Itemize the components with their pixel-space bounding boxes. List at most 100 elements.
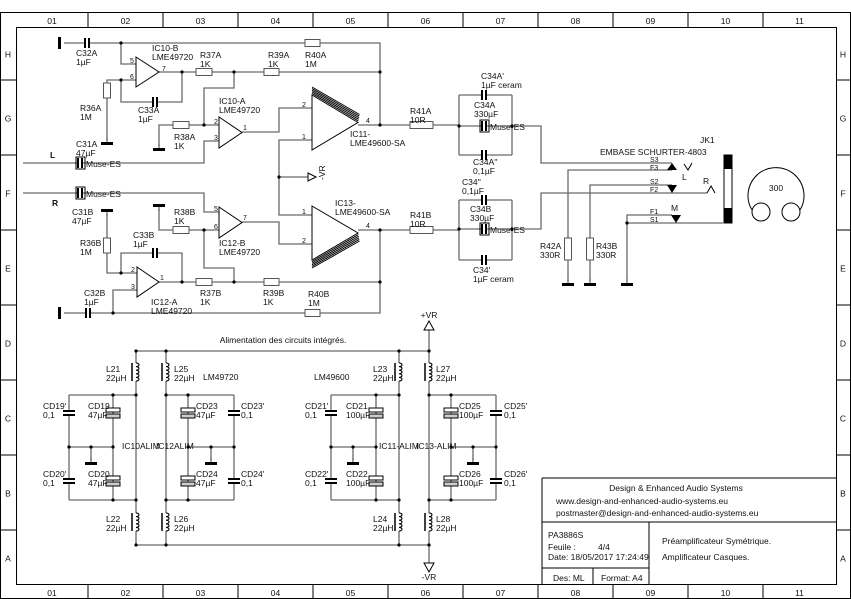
label-r40b-value: 1M (308, 298, 320, 308)
junction-dot (397, 543, 401, 547)
column-label-top: 09 (646, 16, 656, 26)
label-c34a1-ref: C34A' (481, 71, 504, 81)
label-cd22-ref: CD22 (346, 469, 368, 479)
junction-dot (427, 543, 431, 547)
junction-dot (397, 498, 401, 502)
label-l27-ref: L27 (436, 364, 450, 374)
pin-number: 1 (160, 275, 164, 282)
headphone-impedance: 300 (769, 183, 783, 193)
junction-dot (67, 445, 71, 449)
label-ic12a-value: LME49720 (151, 306, 192, 316)
label-cd24-value: 47µF (196, 478, 216, 488)
label-r41b-value: 10R (410, 219, 426, 229)
label-l22-value: 22µH (106, 523, 127, 533)
junction-dot (427, 349, 431, 353)
cap-gap (63, 478, 75, 484)
junction-dot (186, 445, 190, 449)
row-label-left: F (5, 189, 10, 199)
ic10-alim-label: IC10ALIM (122, 441, 160, 451)
label-r36a-value: 1M (80, 112, 92, 122)
wire (106, 253, 137, 274)
wire (120, 252, 152, 273)
wire (203, 230, 235, 282)
column-label-bottom: 02 (121, 588, 131, 598)
jack-contact-icon (671, 215, 681, 223)
cap-gap (490, 478, 502, 484)
column-label-bottom: 08 (571, 588, 581, 598)
label-r38b-value: 1K (174, 216, 185, 226)
jack-ref: JK1 (700, 135, 715, 145)
ground-icon (205, 462, 217, 465)
pin-number: 2 (214, 119, 218, 126)
label-c33b-ref: C33B (133, 230, 155, 240)
inductor (428, 362, 433, 382)
pin-number: 1 (302, 209, 306, 216)
resistor (564, 237, 572, 261)
column-label-bottom: 11 (795, 588, 804, 598)
pin-number: 5 (214, 206, 218, 213)
inductor (398, 512, 403, 532)
label-c32b-ref: C32B (84, 288, 106, 298)
label-r38a-value: 1K (174, 141, 185, 151)
junction-dot (134, 349, 138, 353)
label-c32b-value: 1µF (84, 297, 99, 307)
junction-dot (186, 393, 190, 397)
junction-dot (378, 280, 382, 284)
electrolytic-plate (368, 475, 384, 481)
label-r42a-value: 330R (540, 250, 560, 260)
label-c34a1-value: 1µF ceram (481, 80, 522, 90)
label-r36b-value: 1M (80, 247, 92, 257)
label-c32a-value: 1µF (76, 57, 91, 67)
company-email: postmaster@design-and-enhanced-audio-sys… (556, 508, 759, 518)
label-l23-ref: L23 (373, 364, 387, 374)
junction-dot (374, 498, 378, 502)
resistor (304, 39, 321, 47)
row-label-left: G (5, 114, 12, 124)
column-label-top: 05 (346, 16, 356, 26)
cap-gap (228, 410, 240, 416)
ic13-alim-label: IC13-ALIM (416, 441, 457, 451)
jack-contact-m: M (671, 203, 678, 213)
pin-number: 3 (214, 135, 218, 142)
inductor (135, 362, 140, 382)
wire (120, 43, 136, 65)
headphone-ear-left-icon (751, 202, 771, 222)
input-right-label: R (52, 198, 58, 208)
label-r40a-ref: R40A (305, 50, 327, 60)
jack-name: EMBASE SCHURTER-4803 (600, 147, 707, 157)
junction-dot (449, 498, 453, 502)
label-l28-value: 22µH (436, 523, 457, 533)
label-cd23p-value: 0,1 (241, 410, 253, 420)
row-label-right: B (840, 489, 846, 499)
label-r37a-value: 1K (200, 59, 211, 69)
jack-pin-s1: S1 (650, 217, 659, 224)
label-r41a-ref: R41A (410, 106, 432, 116)
column-label-bottom: 06 (421, 588, 431, 598)
column-label-bottom: 10 (721, 588, 731, 598)
column-label-bottom: 05 (346, 588, 356, 598)
label-r36b-ref: R36B (80, 238, 102, 248)
input-left-label: L (50, 150, 55, 160)
label-cd26p-value: 0,1 (504, 478, 516, 488)
row-label-left: D (5, 339, 11, 349)
junction-dot (111, 393, 115, 397)
buffer-hatch (311, 91, 359, 120)
headphone-ear-right-icon (781, 202, 801, 222)
label-cd21p-value: 0,1 (305, 410, 317, 420)
label-cd23-value: 47µF (196, 410, 216, 420)
label-cd19-value: 47µF (88, 410, 108, 420)
label-r40a-value: 1M (305, 59, 317, 69)
jack-pin-f1: F1 (650, 209, 658, 216)
label-r39b-ref: R39B (263, 288, 285, 298)
resistor (263, 278, 280, 286)
column-label-top: 04 (271, 16, 281, 26)
column-label-bottom: 09 (646, 588, 656, 598)
buffer-hatch (311, 235, 359, 264)
ic12-alim-label: IC12ALIM (156, 441, 194, 451)
junction-dot (378, 228, 382, 232)
electrolytic-plate (105, 481, 121, 487)
label-l24-value: 22µH (373, 523, 394, 533)
electrolytic-body (479, 222, 490, 236)
inductor (165, 512, 170, 532)
